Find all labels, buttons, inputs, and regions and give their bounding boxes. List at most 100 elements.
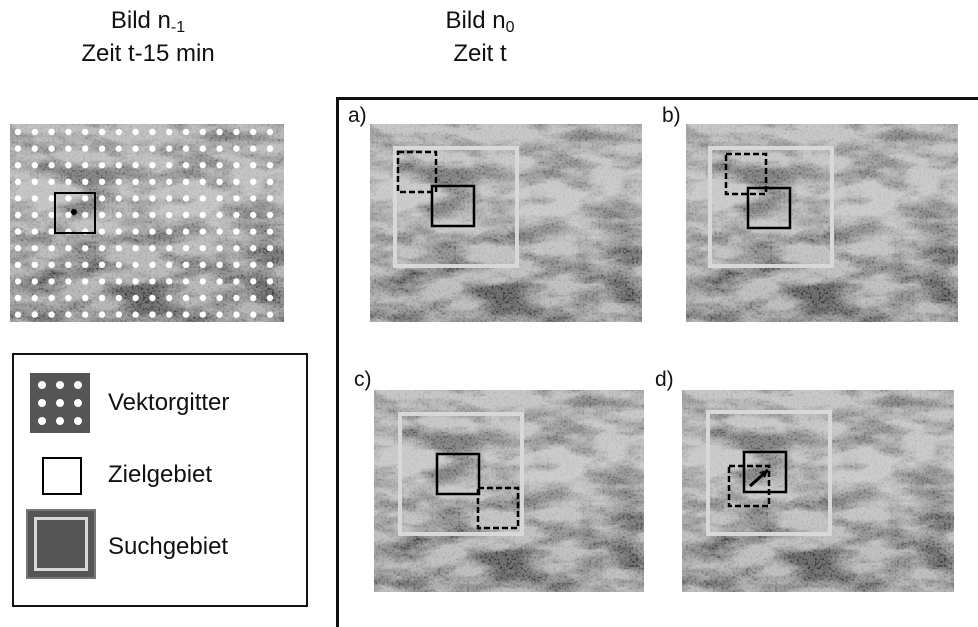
search-area-frame — [708, 146, 834, 268]
grid-dot — [31, 178, 38, 185]
grid-dot — [48, 145, 55, 152]
grid-dot — [48, 128, 55, 136]
search-area-frame — [706, 410, 832, 536]
grid-dot — [199, 261, 206, 268]
grid-dot — [266, 294, 274, 302]
grid-dot — [31, 245, 38, 252]
grid-dot — [149, 195, 156, 202]
grid-dot — [65, 145, 72, 152]
grid-dot — [65, 278, 72, 285]
grid-dot — [250, 261, 257, 268]
grid-dot — [233, 162, 240, 169]
grid-dot — [14, 228, 22, 235]
panel-b-image — [686, 124, 958, 322]
grid-dot — [266, 245, 274, 252]
grid-dot — [233, 178, 240, 185]
grid-dot — [199, 228, 206, 235]
panel-d-letter: d) — [655, 368, 674, 391]
grid-dot — [266, 178, 274, 185]
grid-dot — [233, 311, 240, 318]
grid-dot — [98, 278, 106, 285]
target-square-icon — [42, 457, 82, 495]
grid-dot — [216, 311, 223, 318]
grid-dot — [250, 211, 257, 219]
grid-dot — [48, 211, 55, 219]
target-area-box — [742, 450, 788, 494]
grid-dot — [199, 311, 206, 318]
grid-dot — [166, 278, 173, 285]
grid-dot — [132, 245, 139, 252]
grid-dot — [115, 145, 123, 152]
grid-dot — [48, 178, 55, 185]
grid-dot — [31, 145, 38, 152]
grid-dot — [199, 162, 206, 169]
grid-dot — [14, 128, 22, 136]
grid-dot — [182, 228, 190, 235]
legend: Vektorgitter Zielgebiet Suchgebiet — [12, 353, 308, 607]
candidate-box-dashed — [724, 152, 768, 196]
grid-dot — [182, 311, 190, 318]
legend-label-suchgebiet: Suchgebiet — [108, 533, 229, 560]
grid-dot — [14, 195, 22, 202]
grid-dot — [132, 162, 139, 169]
grid-dot — [250, 311, 257, 318]
grid-dot — [216, 294, 223, 302]
grid-dot — [149, 145, 156, 152]
right-title-bild: Bild n — [445, 7, 506, 34]
grid-dot — [132, 278, 139, 285]
grid-dot — [31, 278, 38, 285]
grid-dot — [233, 261, 240, 268]
grid-dot — [166, 311, 173, 318]
grid-dot — [98, 311, 106, 318]
matched-box-dashed — [727, 464, 771, 508]
grid-dot — [31, 162, 38, 169]
grid-dot — [182, 128, 190, 136]
grid-dot — [149, 294, 156, 302]
grid-dot — [82, 178, 89, 185]
grid-dot — [65, 311, 72, 318]
left-image-title: Bild n-1 Zeit t-15 min — [38, 6, 258, 69]
right-image-title: Bild n0 Zeit t — [370, 6, 590, 69]
grid-dot — [166, 128, 173, 136]
grid-dot — [266, 128, 274, 136]
target-area-box — [430, 184, 476, 228]
grid-dot — [14, 145, 22, 152]
grid-dot — [250, 178, 257, 185]
grid-dot — [132, 178, 139, 185]
grid-dot — [98, 211, 106, 219]
grid-dot — [166, 178, 173, 185]
grid-dot — [48, 195, 55, 202]
grid-dot — [199, 195, 206, 202]
grid-dot — [115, 228, 123, 235]
grid-dot — [98, 128, 106, 136]
grid-dot — [82, 294, 89, 302]
grid-dot — [82, 245, 89, 252]
grid-dot — [132, 195, 139, 202]
left-title-bild: Bild n — [110, 7, 171, 34]
search-area-frame — [393, 146, 519, 268]
grid-dot — [98, 178, 106, 185]
grid-dot — [31, 261, 38, 268]
grid-dot — [233, 145, 240, 152]
search-area-frame — [398, 412, 524, 536]
grid-dot — [48, 278, 55, 285]
grid-dot — [115, 294, 123, 302]
candidate-box-dashed — [396, 150, 438, 194]
left-title-subscript: -1 — [170, 19, 186, 36]
grid-dot — [82, 195, 89, 202]
arrow-head-icon — [759, 470, 768, 478]
grid-dot — [31, 294, 38, 302]
current-image-frame — [336, 97, 978, 627]
grid-dot — [115, 162, 123, 169]
grid-dot — [31, 195, 38, 202]
grid-dot — [233, 278, 240, 285]
grid-dot — [82, 128, 89, 136]
grid-dot — [65, 128, 72, 136]
grid-dot — [98, 294, 106, 302]
grid-dot — [182, 178, 190, 185]
grid-dot — [48, 245, 55, 252]
grid-dot — [216, 178, 223, 185]
grid-dot — [115, 195, 123, 202]
grid-dot — [216, 128, 223, 136]
grid-dot — [149, 162, 156, 169]
